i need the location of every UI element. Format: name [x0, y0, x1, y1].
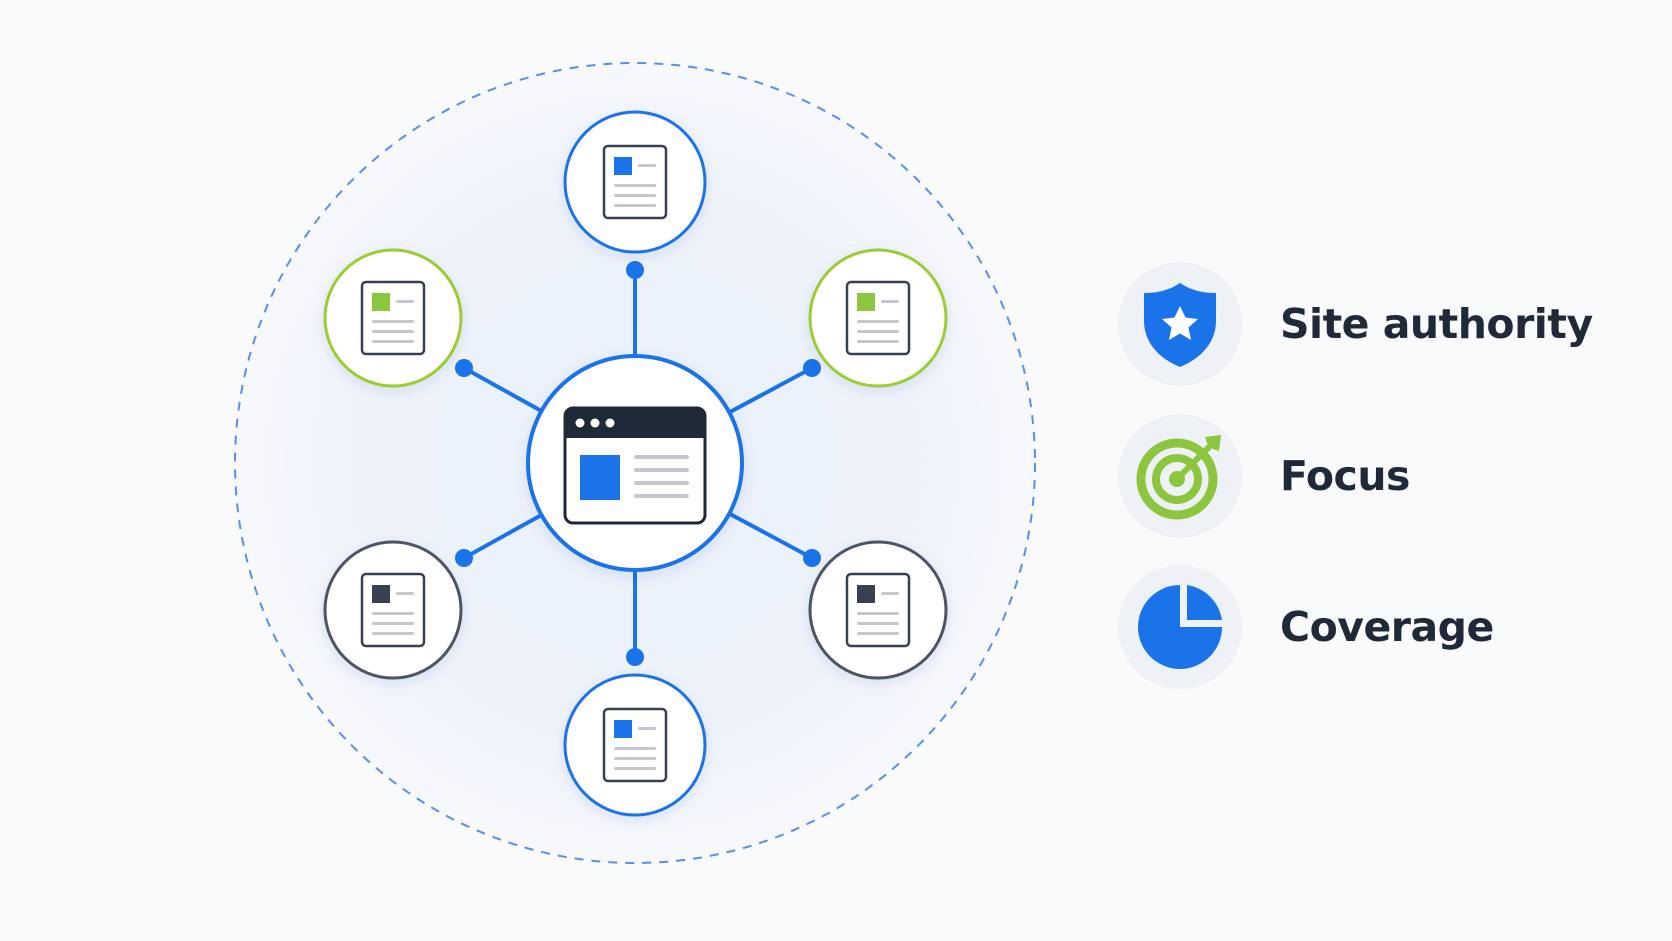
target-arrow-icon	[1118, 414, 1242, 538]
document-icon	[845, 572, 911, 648]
document-icon	[845, 280, 911, 356]
legend-item-site-authority: Site authority	[1118, 259, 1593, 389]
node-bottom	[563, 673, 707, 817]
legend-item-focus: Focus	[1118, 411, 1410, 541]
browser-window-icon	[563, 406, 707, 525]
connector-dot-top-left	[455, 359, 473, 377]
document-icon	[360, 572, 426, 648]
legend-label: Site authority	[1280, 300, 1593, 348]
connector-dot-bottom	[626, 648, 644, 666]
legend-label: Focus	[1280, 452, 1410, 500]
center-node	[526, 354, 744, 572]
shield-star-icon	[1118, 262, 1242, 386]
node-bottom-right	[808, 540, 948, 680]
node-top-right	[808, 248, 948, 388]
connector-dot-bottom-left	[455, 549, 473, 567]
legend-item-coverage: Coverage	[1118, 562, 1494, 692]
document-icon	[602, 144, 668, 220]
node-top-left	[323, 248, 463, 388]
connector-dot-top	[626, 261, 644, 279]
node-bottom-left	[323, 540, 463, 680]
outer-nodes	[323, 110, 948, 817]
dashed-boundary-ring	[234, 62, 1036, 864]
connector-dot-top-right	[803, 359, 821, 377]
document-icon	[360, 280, 426, 356]
document-icon	[602, 707, 668, 783]
connector-dot-bottom-right	[803, 549, 821, 567]
legend-label: Coverage	[1280, 603, 1494, 651]
pie-chart-icon	[1118, 565, 1242, 689]
node-top	[563, 110, 707, 254]
